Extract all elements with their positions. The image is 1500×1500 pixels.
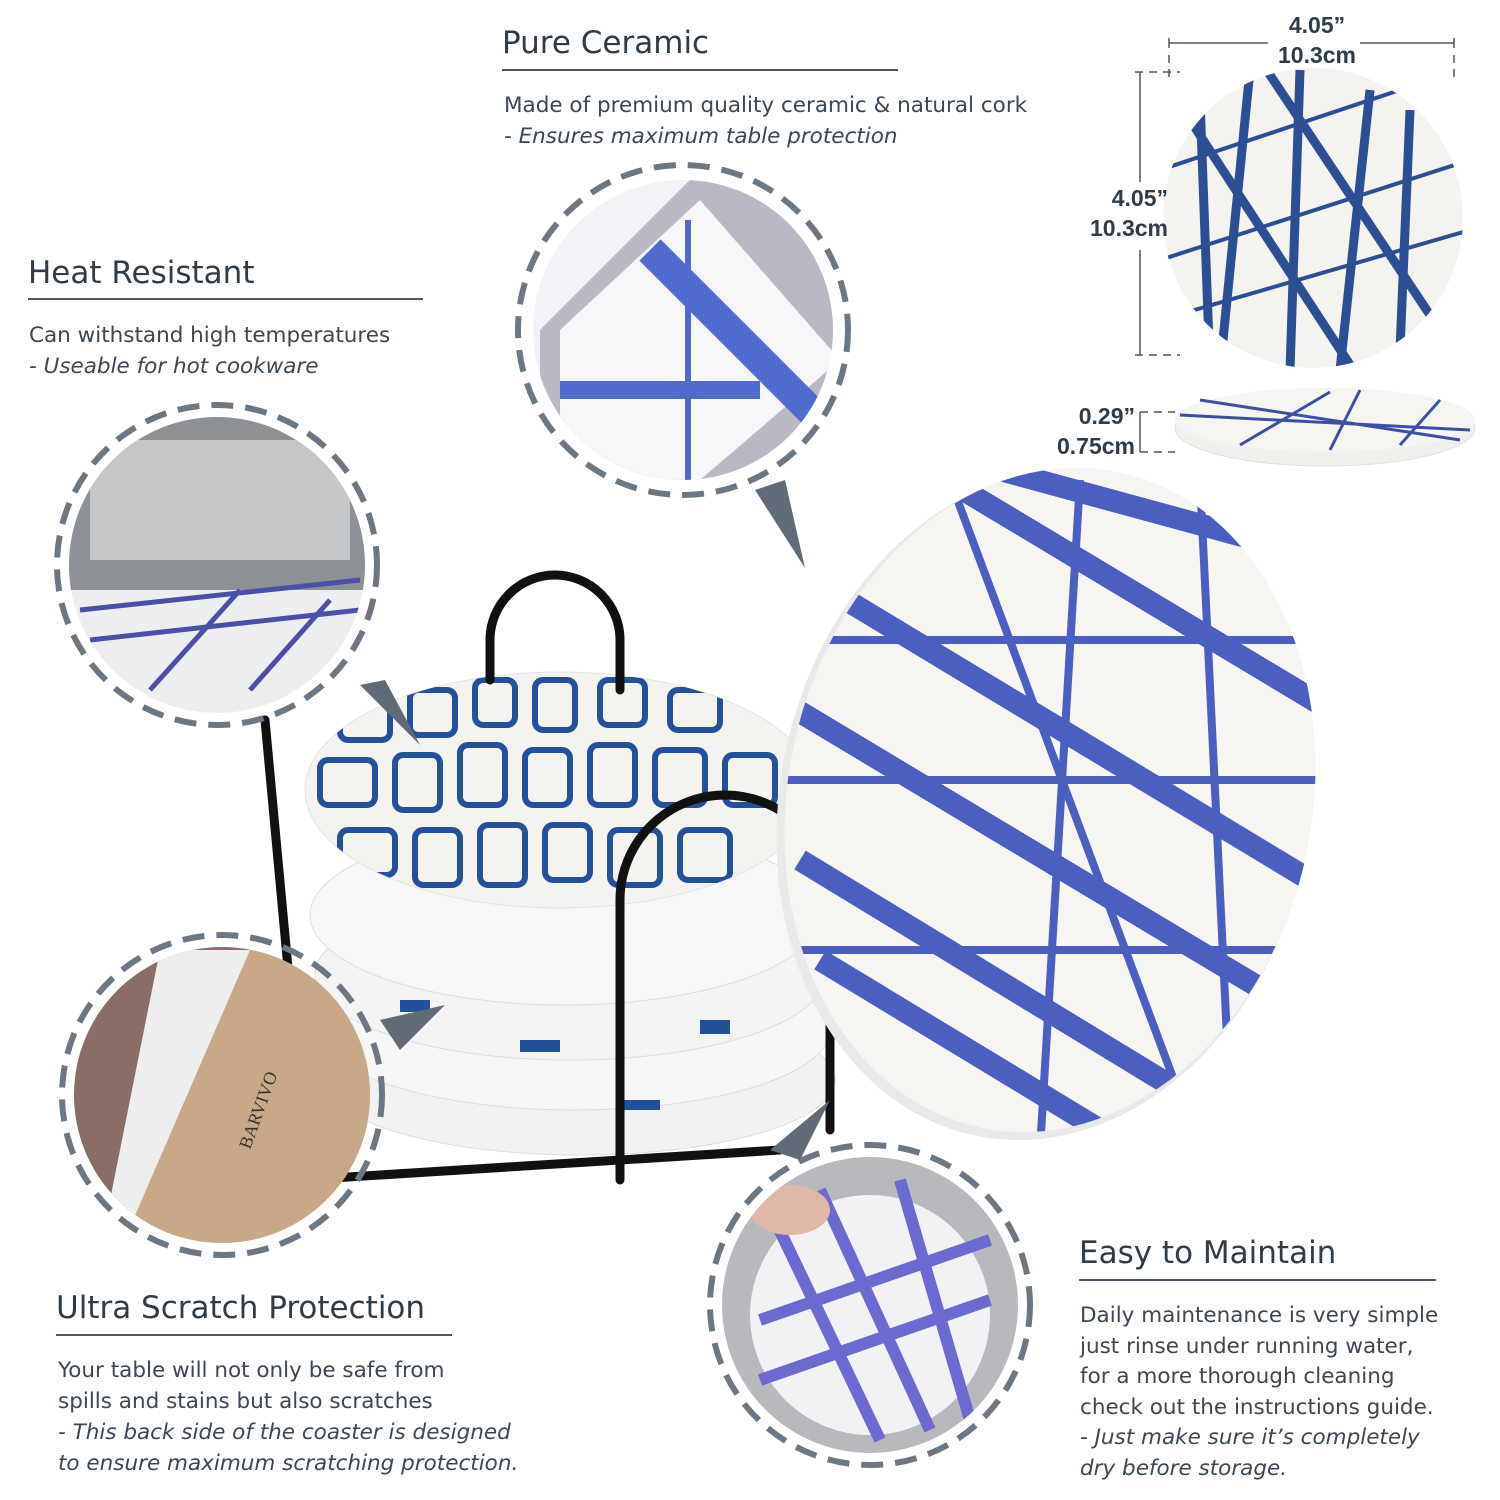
easy-maintain-line: Daily maintenance is very simple [1080, 1303, 1439, 1328]
detail-cork-back: BARVIVO [59, 932, 445, 1258]
easy-maintain-line: just rinse under running water, [1080, 1333, 1414, 1359]
heat-resistant-line: Can withstand high temperatures [29, 323, 391, 348]
easy-maintain-note: dry before storage. [1080, 1455, 1288, 1481]
easy-maintain-title: Easy to Maintain [1079, 1235, 1337, 1271]
ultra-scratch-note: to ensure maximum scratching protection. [58, 1451, 519, 1476]
width-inches: 4.05” [1288, 12, 1346, 38]
heat-resistant-divider [28, 298, 423, 300]
ultra-scratch-description: Your table will not only be safe from sp… [58, 1355, 518, 1479]
width-cm: 10.3cm [1277, 42, 1356, 68]
thickness-cm: 0.75cm [1056, 433, 1135, 459]
width-dimension: 4.05” 10.3cm [1262, 10, 1372, 70]
height-cm: 10.3cm [1089, 215, 1168, 241]
pure-ceramic-note: - Ensures maximum table protection [504, 124, 898, 149]
large-coaster [774, 459, 1336, 1170]
easy-maintain-divider [1079, 1279, 1436, 1281]
ultra-scratch-title: Ultra Scratch Protection [56, 1290, 426, 1326]
detail-easy-maintain [707, 1100, 1033, 1468]
ultra-scratch-divider [56, 1334, 452, 1336]
height-inches: 4.05” [1111, 185, 1168, 211]
ultra-scratch-note: - This back side of the coaster is desig… [58, 1420, 511, 1445]
heat-resistant-note: - Useable for hot cookware [29, 354, 319, 379]
detail-pure-ceramic [515, 162, 851, 568]
pure-ceramic-divider [502, 69, 898, 71]
heat-resistant-description: Can withstand high temperatures - Useabl… [29, 320, 390, 382]
easy-maintain-description: Daily maintenance is very simple just ri… [1080, 1301, 1438, 1484]
heat-resistant-title: Heat Resistant [28, 255, 255, 291]
dimension-coaster-top [1135, 38, 1476, 467]
pure-ceramic-title: Pure Ceramic [502, 25, 710, 61]
thickness-dimension: 0.29” 0.75cm [1035, 401, 1135, 461]
height-dimension: 4.05” 10.3cm [1068, 183, 1168, 243]
easy-maintain-line: check out the instructions guide. [1080, 1394, 1434, 1420]
pure-ceramic-line: Made of premium quality ceramic & natura… [504, 93, 1028, 118]
easy-maintain-line: for a more thorough cleaning [1080, 1364, 1395, 1389]
ultra-scratch-line: Your table will not only be safe from [58, 1358, 445, 1383]
detail-heat-resistant [54, 402, 420, 745]
thickness-inches: 0.29” [1078, 403, 1135, 429]
coaster-stack [304, 671, 836, 1156]
pure-ceramic-description: Made of premium quality ceramic & natura… [504, 90, 1027, 152]
ultra-scratch-line: spills and stains but also scratches [58, 1389, 433, 1414]
easy-maintain-note: - Just make sure it’s completely [1080, 1425, 1420, 1450]
